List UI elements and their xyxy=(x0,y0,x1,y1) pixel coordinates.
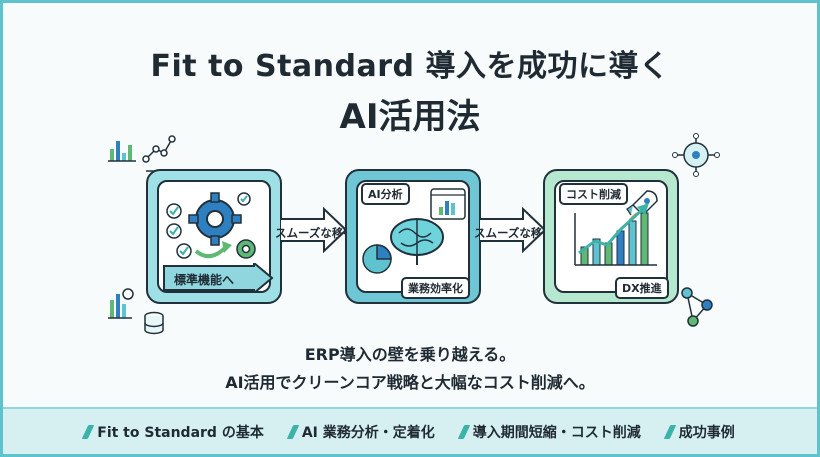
footer-item-label: 成功事例 xyxy=(678,424,735,441)
title-line-1: Fit to Standard 導入を成功に導く xyxy=(150,49,670,84)
card-ai-analysis-top-label: AI分析 xyxy=(361,183,410,205)
footer-item-label: Fit to Standard の基本 xyxy=(97,424,264,441)
pie-chart-icon xyxy=(362,244,392,274)
network-icon xyxy=(672,133,720,177)
subtitle-line-2: AI活用でクリーンコア戦略と大幅なコスト削減へ。 xyxy=(225,373,595,392)
card-standard: 標準機能へ xyxy=(146,169,282,304)
card-ai-analysis: AI分析 業務効率化 xyxy=(345,169,481,304)
footer-item-label: 導入期間短縮・コスト削減 xyxy=(472,424,641,441)
footer-item-label: AI 業務分析・定着化 xyxy=(301,424,435,441)
footer-bar: Fit to Standard の基本 AI 業務分析・定着化 導入期間短縮・コ… xyxy=(3,407,817,454)
subtitle-line-1: ERP導入の壁を乗り越える。 xyxy=(304,345,516,364)
slash-icon xyxy=(663,424,677,439)
arrow-second xyxy=(479,207,547,253)
slash-icon xyxy=(457,424,471,439)
network-nodes-icon xyxy=(681,287,713,327)
card-cost-reduction-bottom-label: DX推進 xyxy=(615,277,669,299)
footer-item-cost[interactable]: 導入期間短縮・コスト削減 xyxy=(457,422,641,442)
footer-item-cases[interactable]: 成功事例 xyxy=(663,422,735,442)
brain-icon xyxy=(390,218,444,265)
line-chart-icon xyxy=(108,135,176,172)
database-icon xyxy=(108,288,164,335)
footer-item-basics[interactable]: Fit to Standard の基本 xyxy=(81,422,264,442)
title-line-2: AI活用法 xyxy=(339,97,481,137)
slash-icon xyxy=(81,424,95,439)
card-ai-analysis-bottom-label: 業務効率化 xyxy=(401,277,470,299)
slash-icon xyxy=(286,424,300,439)
footer-item-ai-analysis[interactable]: AI 業務分析・定着化 xyxy=(286,422,435,442)
card-cost-reduction-top-label: コスト削減 xyxy=(559,183,628,205)
gear-icon xyxy=(188,192,242,246)
card-cost-reduction: コスト削減 DX推進 xyxy=(543,169,679,304)
small-gear-icon xyxy=(236,239,256,259)
arrow-second-label: スムーズな移行 xyxy=(474,226,554,240)
arrow-first-label: スムーズな移行 xyxy=(275,226,355,240)
card-standard-label: 標準機能へ xyxy=(174,273,235,287)
arrow-first xyxy=(280,207,348,253)
growth-chart-icon xyxy=(574,203,657,266)
bar-chart-icon xyxy=(430,188,466,220)
